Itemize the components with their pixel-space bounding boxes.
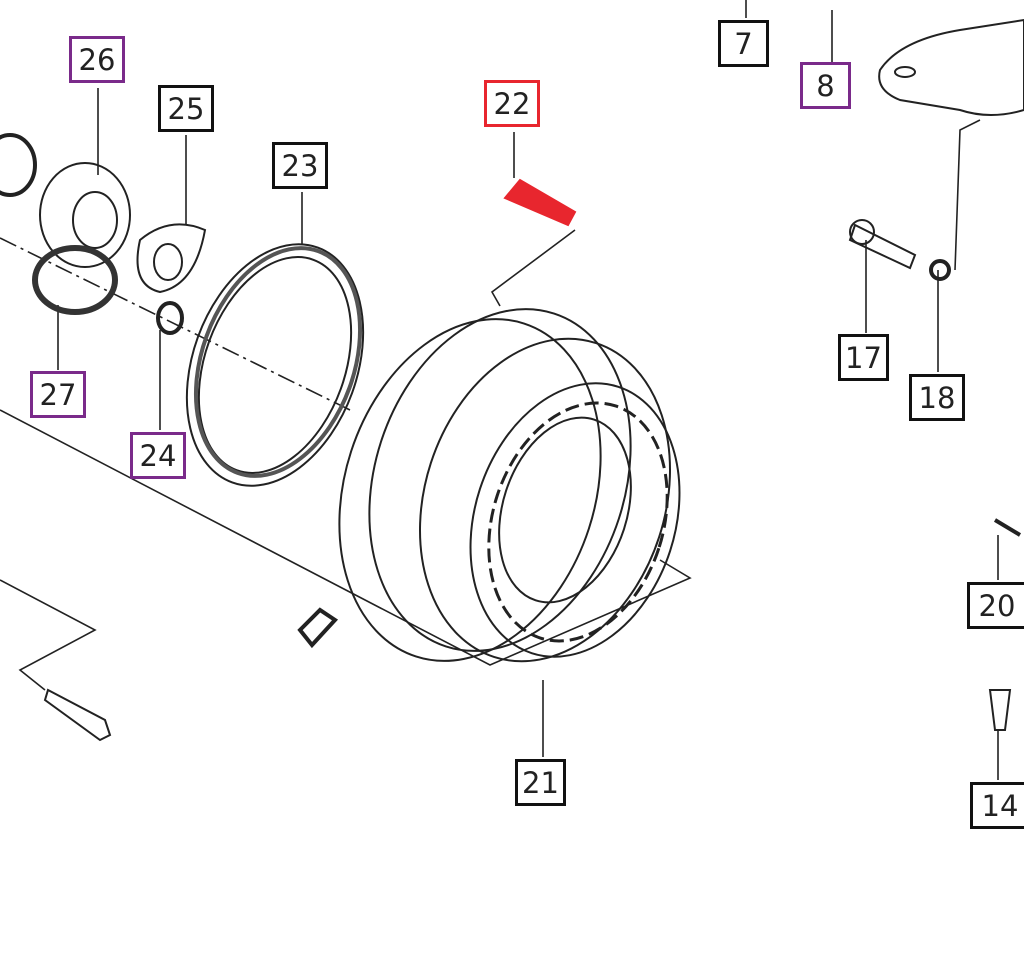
callout-21[interactable]: 21 — [515, 759, 566, 806]
callout-14[interactable]: 14 — [970, 782, 1024, 829]
callout-22[interactable]: 22 — [484, 80, 540, 127]
callout-24[interactable]: 24 — [130, 432, 186, 479]
callout-8[interactable]: 8 — [800, 62, 851, 109]
callout-26[interactable]: 26 — [69, 36, 125, 83]
gear-part-26 — [0, 133, 131, 315]
callout-17[interactable]: 17 — [838, 334, 889, 381]
callout-27[interactable]: 27 — [30, 371, 86, 418]
callout-7[interactable]: 7 — [718, 20, 769, 67]
callout-20[interactable]: 20 — [967, 582, 1024, 629]
wheel-hub-part-21 — [338, 308, 681, 663]
callout-25[interactable]: 25 — [158, 85, 214, 132]
small-fasteners — [43, 18, 1024, 742]
seal-ring-part-23 — [185, 243, 365, 487]
gasket-part-25 — [136, 223, 207, 335]
callout-23[interactable]: 23 — [272, 142, 328, 189]
leader-lines — [0, 0, 999, 780]
callout-18[interactable]: 18 — [909, 374, 965, 421]
bolt-part-22 — [503, 178, 577, 227]
